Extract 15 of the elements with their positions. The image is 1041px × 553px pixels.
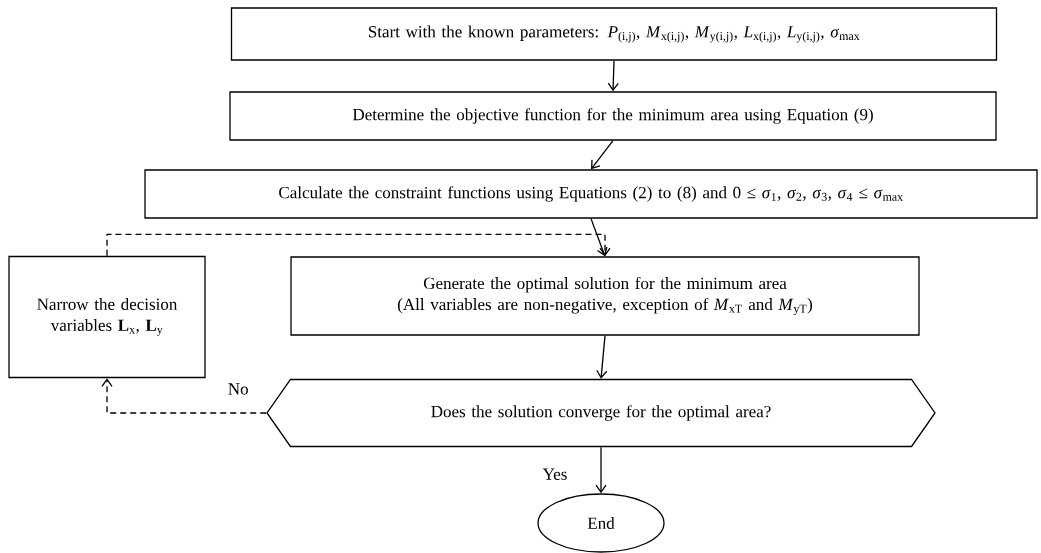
arrow [106,233,611,257]
arrow [101,378,267,414]
process-box: Narrow the decision variables L$_{x}$, L$_{y}$ [8,255,206,379]
edge-label: No [226,382,250,396]
decision-hexagon: Does the solution converge for the optimal area? [266,378,936,448]
process-box: Start with the known parameters: P$_{(i,j)}$, M$_{x(i,j)}$, M$_{y(i,j)}$, L$_{x(i,j)}$, L$_{y(i,j)}$, σ$_{max}$ [230,7,998,61]
process-box: Determine the objective function for the minimum area using Equation (9) [229,91,997,141]
arrow [590,218,608,257]
process-box: Calculate the constraint functions using Equations (2) to (8) and 0 ≤ σ$_{1}$, σ$_{2}$, σ$_{3}$, σ$_{4}$ ≤ σ$_{max}$ [144,169,1038,219]
arrow [595,446,607,494]
arrow [607,60,619,92]
arrow [591,140,614,170]
edge-label: Yes [541,467,569,481]
arrow [596,335,608,379]
process-box: Generate the optimal solution for the minimum area (All variables are non-negative, exception of M$_{xT}$ and M$_{yT}$) [290,256,920,336]
